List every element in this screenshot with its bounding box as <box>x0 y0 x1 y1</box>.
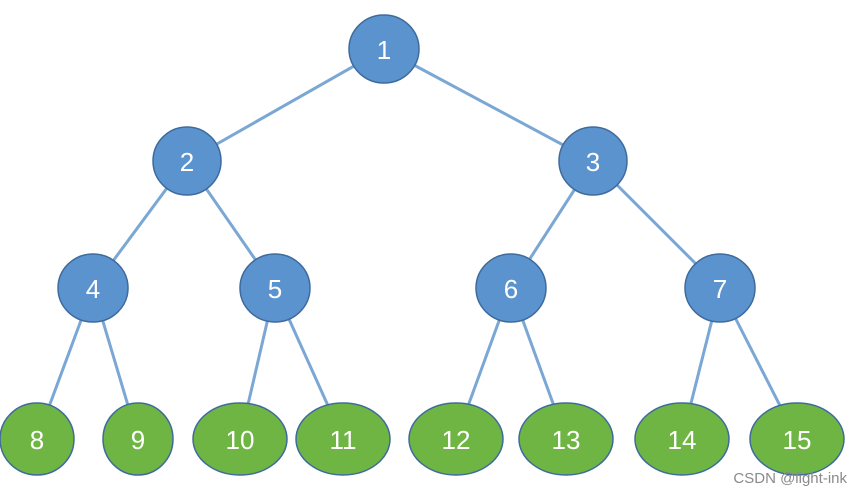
edges-group <box>35 47 799 440</box>
tree-node-13: 13 <box>518 402 614 476</box>
node-label-2: 2 <box>180 147 194 177</box>
node-label-13: 13 <box>552 425 581 455</box>
node-label-3: 3 <box>586 147 600 177</box>
tree-node-14: 14 <box>634 402 730 476</box>
node-shape-4 <box>57 253 129 323</box>
tree-node-7: 7 <box>684 253 756 323</box>
node-shape-2 <box>152 126 222 196</box>
node-label-8: 8 <box>30 425 44 455</box>
tree-node-1: 1 <box>348 14 420 84</box>
node-label-12: 12 <box>442 425 471 455</box>
node-label-11: 11 <box>330 425 357 455</box>
node-label-1: 1 <box>377 35 391 65</box>
node-shape-1 <box>348 14 420 84</box>
watermark: CSDN @light-ink <box>733 470 847 487</box>
node-label-10: 10 <box>226 425 255 455</box>
tree-node-4: 4 <box>57 253 129 323</box>
node-label-14: 14 <box>668 425 697 455</box>
node-label-5: 5 <box>268 274 282 304</box>
node-shape-15 <box>749 402 845 476</box>
tree-node-9: 9 <box>102 402 174 476</box>
tree-node-11: 11 <box>295 402 391 476</box>
tree-node-12: 12 <box>408 402 504 476</box>
edge-1-3 <box>383 47 594 163</box>
node-shape-5 <box>239 253 311 323</box>
tree-node-10: 10 <box>192 402 288 476</box>
node-label-15: 15 <box>783 425 812 455</box>
node-shape-8 <box>0 402 75 476</box>
tree-node-8: 8 <box>0 402 75 476</box>
tree-node-3: 3 <box>558 126 628 196</box>
node-label-7: 7 <box>713 274 727 304</box>
node-label-9: 9 <box>131 425 145 455</box>
tree-node-5: 5 <box>239 253 311 323</box>
edge-1-2 <box>186 47 385 163</box>
node-shape-14 <box>634 402 730 476</box>
node-label-4: 4 <box>86 274 100 304</box>
tree-node-15: 15 <box>749 402 845 476</box>
node-shape-11 <box>295 402 391 476</box>
node-shape-12 <box>408 402 504 476</box>
node-shape-3 <box>558 126 628 196</box>
tree-node-6: 6 <box>475 253 547 323</box>
node-shape-10 <box>192 402 288 476</box>
node-shape-7 <box>684 253 756 323</box>
node-shape-13 <box>518 402 614 476</box>
node-shape-9 <box>102 402 174 476</box>
tree-node-2: 2 <box>152 126 222 196</box>
node-label-6: 6 <box>504 274 518 304</box>
node-shape-6 <box>475 253 547 323</box>
